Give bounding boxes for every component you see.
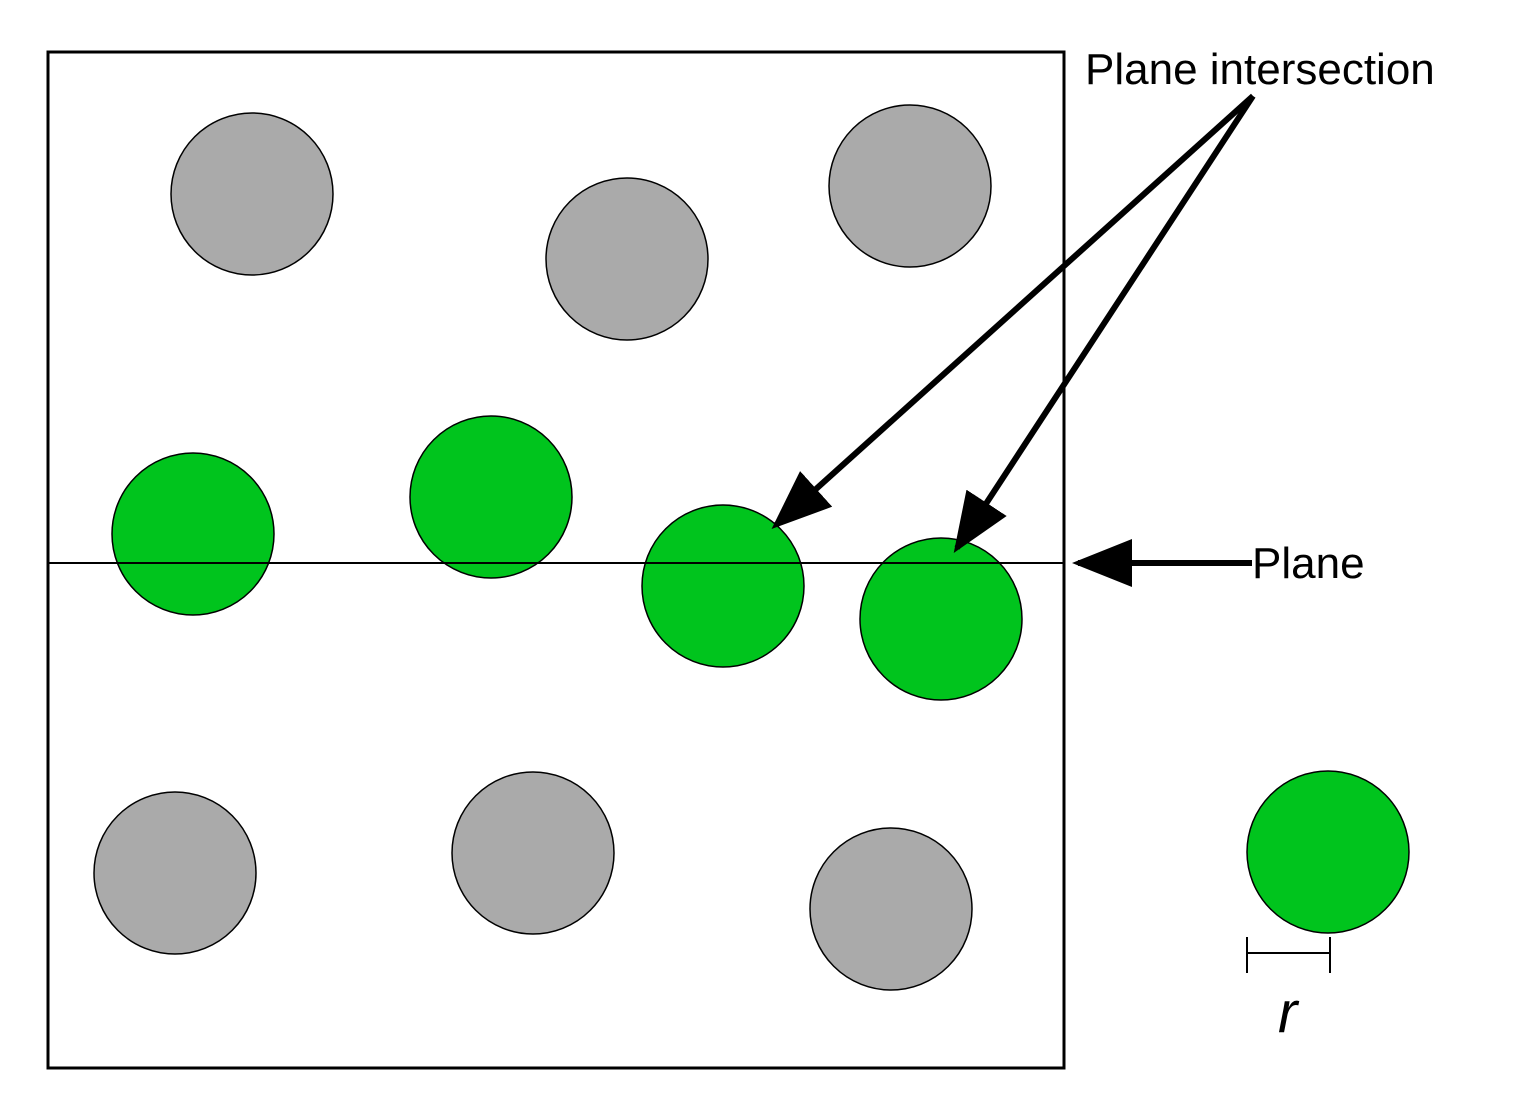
particle-gray — [809, 827, 973, 991]
sample-box — [46, 50, 1066, 1070]
intersection-arrow-2 — [953, 94, 1256, 554]
plane-intersection-label: Plane intersection — [1085, 45, 1435, 94]
particle-green — [641, 504, 805, 668]
particle-gray — [828, 104, 992, 268]
plane-label: Plane — [1252, 539, 1365, 588]
particle-green — [859, 537, 1023, 701]
intersection-arrow-1 — [771, 93, 1256, 530]
particle-gray — [545, 177, 709, 341]
non-intersecting-particles — [93, 104, 992, 991]
particle-green — [409, 415, 573, 579]
particle-gray — [170, 112, 334, 276]
particle-green — [111, 452, 275, 616]
intersecting-particles — [111, 415, 1023, 701]
particle-gray — [451, 771, 615, 935]
legend-particle — [1246, 770, 1410, 934]
radius-label: r — [1278, 980, 1300, 1045]
particle-gray — [93, 791, 257, 955]
intersection-arrows — [771, 93, 1256, 554]
radius-scale-bar — [1246, 937, 1331, 973]
